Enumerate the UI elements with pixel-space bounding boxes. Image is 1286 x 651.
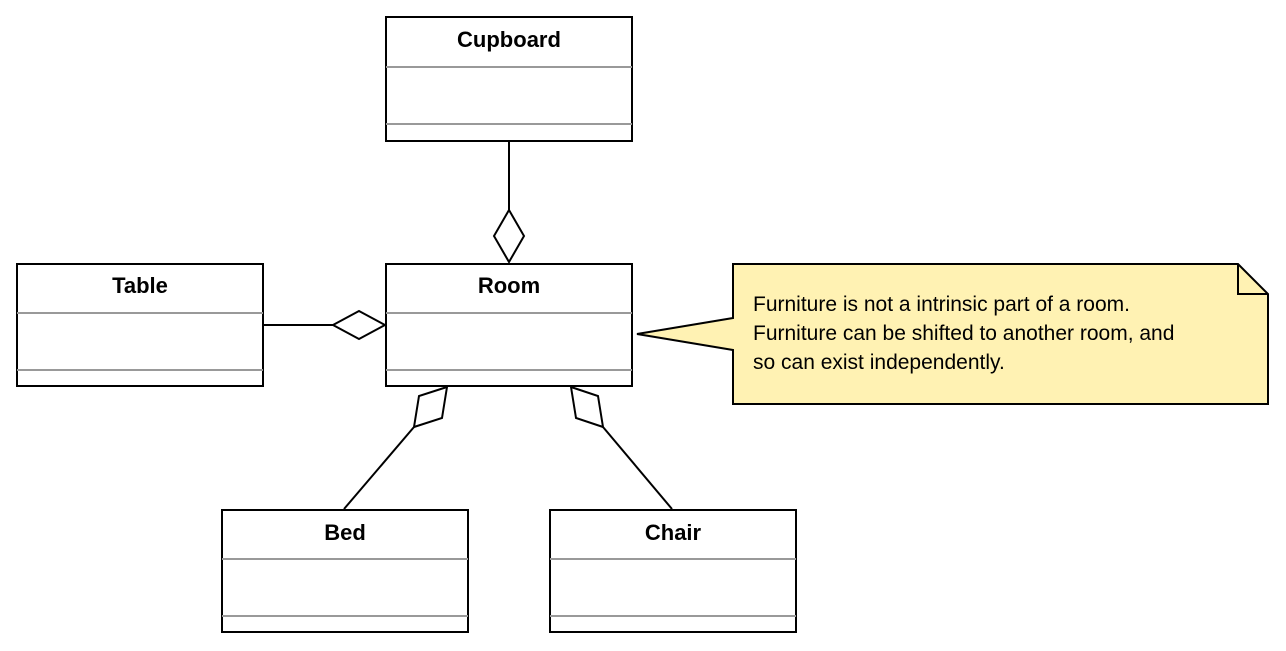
note-folded-corner-icon [1237, 264, 1268, 295]
class-name: Bed [324, 520, 366, 545]
aggregation-bed-room [343, 385, 449, 510]
note-body [636, 263, 1269, 405]
class-bed[interactable]: Bed [221, 509, 469, 633]
aggregation-diamond-icon [569, 385, 605, 429]
class-name: Room [478, 273, 540, 298]
connector-line [343, 426, 415, 510]
aggregation-diamond-icon [330, 309, 388, 341]
class-box [549, 509, 797, 633]
aggregation-diamond-icon [492, 207, 526, 265]
class-chair[interactable]: Chair [549, 509, 797, 633]
class-name: Table [112, 273, 168, 298]
aggregation-table-room [263, 309, 388, 341]
note-room-furniture[interactable]: Furniture is not a intrinsic part of a r… [636, 263, 1269, 405]
aggregation-diamond-icon [412, 385, 449, 429]
note-line: Furniture can be shifted to another room… [753, 322, 1174, 345]
aggregation-chair-room [569, 385, 673, 510]
connector-line [602, 426, 673, 510]
note-line: so can exist independently. [753, 351, 1005, 374]
class-box [16, 263, 264, 387]
class-box [385, 263, 633, 387]
class-cupboard[interactable]: Cupboard [385, 16, 633, 142]
note-line: Furniture is not a intrinsic part of a r… [753, 293, 1130, 316]
class-box [221, 509, 469, 633]
class-name: Cupboard [457, 27, 561, 52]
class-table[interactable]: Table [16, 263, 264, 387]
class-box [385, 16, 633, 142]
class-name: Chair [645, 520, 702, 545]
class-room[interactable]: Room [385, 263, 633, 387]
aggregation-cupboard-room [492, 141, 526, 265]
